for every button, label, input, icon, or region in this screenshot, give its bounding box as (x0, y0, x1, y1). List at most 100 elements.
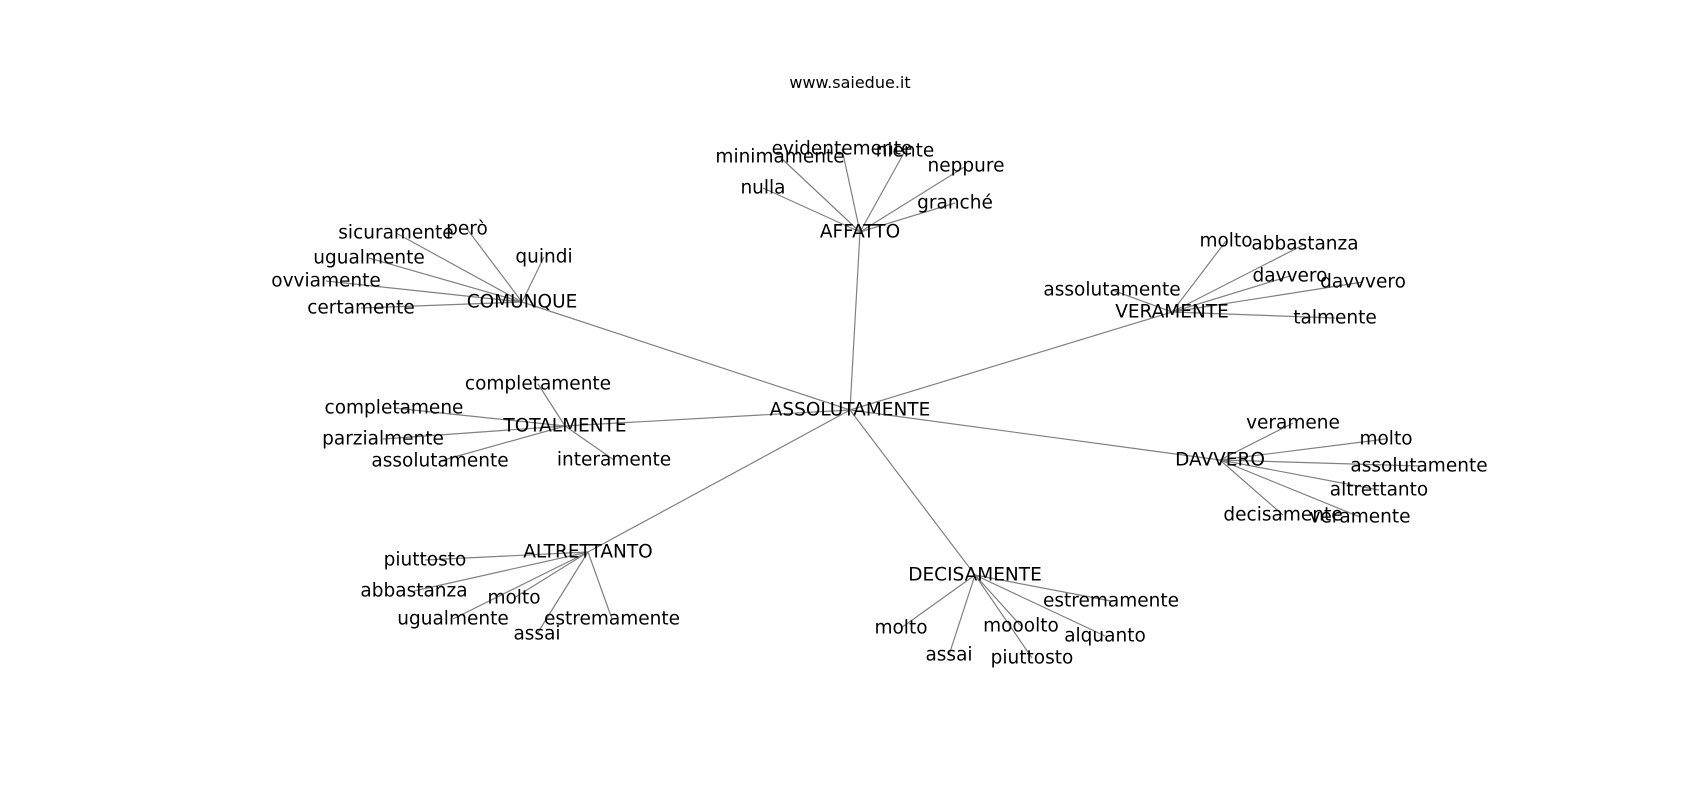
edge-root-decisamente (849, 409, 976, 576)
leaf-node-altrettanto-2: molto (487, 588, 540, 609)
edge-affatto-2 (841, 148, 861, 233)
edge-veramente-5 (1171, 311, 1336, 319)
edge-veramente-2 (1111, 289, 1173, 313)
edge-affatto-1 (779, 156, 861, 233)
edge-comunque-1 (466, 228, 523, 303)
hub-node-affatto: AFFATTO (820, 222, 900, 243)
edge-comunque-4 (325, 280, 523, 303)
edge-comunque-2 (521, 256, 545, 303)
edge-decisamente-1 (900, 574, 976, 629)
leaf-node-comunque-1: però (446, 219, 488, 240)
hub-node-comunque: COMUNQUE (467, 292, 578, 313)
edge-davvero-1 (1219, 438, 1387, 461)
leaf-node-veramente-2: assolutamente (1043, 280, 1180, 301)
graph-title: www.saiedue.it (789, 73, 910, 92)
edge-root-totalmente (564, 409, 851, 427)
hub-node-totalmente: TOTALMENTE (502, 416, 626, 437)
edge-totalmente-3 (439, 425, 566, 462)
hub-node-davvero: DAVVERO (1175, 450, 1265, 471)
edge-totalmente-4 (564, 425, 615, 461)
edge-decisamente-0 (974, 574, 1112, 602)
edge-altrettanto-0 (424, 551, 589, 561)
edge-totalmente-1 (393, 407, 566, 427)
leaf-node-affatto-1: minimamente (715, 147, 844, 168)
leaf-node-veramente-0: molto (1199, 231, 1252, 252)
edge-davvero-0 (1219, 422, 1294, 461)
edge-root-veramente (849, 311, 1173, 411)
edge-davvero-3 (1219, 459, 1380, 491)
leaf-node-davvero-4: decisamente (1223, 505, 1342, 526)
leaf-node-davvero-2: assolutamente (1350, 456, 1487, 477)
leaf-node-decisamente-5: alquanto (1064, 626, 1146, 647)
leaf-node-comunque-3: ugualmente (313, 248, 424, 269)
edge-veramente-3 (1171, 275, 1291, 313)
edge-altrettanto-1 (413, 551, 589, 592)
leaf-node-altrettanto-0: piuttosto (384, 550, 467, 571)
edge-altrettanto-4 (536, 551, 589, 635)
edge-root-affatto (849, 231, 861, 411)
leaf-node-comunque-5: certamente (307, 298, 415, 319)
edge-affatto-4 (859, 165, 967, 233)
labels-layer: ASSOLUTAMENTE AFFATTO nulla minimamenteevid… (271, 139, 1487, 669)
leaf-node-decisamente-1: molto (874, 618, 927, 639)
leaf-node-davvero-1: molto (1359, 429, 1412, 450)
leaf-node-davvero-0: veramene (1246, 413, 1340, 434)
root-node: ASSOLUTAMENTE (770, 400, 931, 421)
leaf-node-altrettanto-5: estremamente (544, 609, 680, 630)
edge-davvero-2 (1219, 459, 1420, 467)
leaf-node-altrettanto-1: abbastanza (360, 581, 467, 602)
edge-veramente-1 (1171, 243, 1306, 313)
edge-root-davvero (849, 409, 1221, 461)
leaf-node-altrettanto-3: ugualmente (397, 609, 508, 630)
edge-affatto-3 (859, 150, 906, 233)
hub-node-veramente: VERAMENTE (1115, 302, 1229, 323)
leaf-node-veramente-3: davvero (1253, 266, 1328, 287)
leaf-node-affatto-0: nulla (740, 178, 785, 199)
edges-layer (325, 148, 1420, 659)
edge-veramente-0 (1171, 240, 1227, 313)
leaf-node-totalmente-2: parzialmente (322, 429, 444, 450)
edge-comunque-3 (368, 257, 523, 303)
leaf-node-decisamente-0: estremamente (1043, 591, 1179, 612)
edge-affatto-5 (859, 202, 956, 233)
edge-comunque-5 (360, 301, 523, 309)
leaf-node-affatto-5: granché (917, 193, 993, 214)
leaf-node-totalmente-0: completamente (465, 374, 611, 395)
leaf-node-decisamente-3: mooolto (983, 616, 1059, 637)
leaf-node-davvero-3: altrettanto (1330, 480, 1428, 501)
edge-affatto-0 (762, 187, 861, 233)
leaf-node-affatto-4: neppure (928, 156, 1005, 177)
leaf-node-comunque-2: quindi (515, 247, 572, 268)
hub-node-altrettanto: ALTRETTANTO (523, 542, 652, 563)
leaf-node-altrettanto-4: assai (513, 624, 560, 645)
edge-veramente-4 (1171, 281, 1364, 313)
leaf-node-davvero-5: veramente (1309, 507, 1410, 528)
edge-comunque-0 (395, 232, 523, 303)
edge-decisamente-5 (974, 574, 1106, 637)
edge-decisamente-2 (948, 574, 976, 656)
edge-altrettanto-5 (587, 551, 613, 620)
leaf-node-veramente-4: davvvero (1320, 272, 1406, 293)
leaf-node-decisamente-2: assai (925, 645, 972, 666)
hub-node-decisamente: DECISAMENTE (908, 565, 1042, 586)
edge-altrettanto-2 (513, 551, 589, 599)
leaf-node-totalmente-4: interamente (557, 450, 671, 471)
edge-decisamente-3 (974, 574, 1022, 627)
edge-davvero-4 (1219, 459, 1284, 516)
leaf-node-comunque-0: sicuramente (338, 223, 453, 244)
leaf-node-veramente-5: talmente (1293, 308, 1377, 329)
leaf-node-veramente-1: abbastanza (1251, 234, 1358, 255)
leaf-node-totalmente-1: completamene (325, 398, 464, 419)
leaf-node-totalmente-3: assolutamente (371, 451, 508, 472)
edge-totalmente-0 (537, 383, 566, 427)
edge-root-comunque (521, 301, 851, 411)
edge-decisamente-4 (974, 574, 1033, 659)
leaf-node-affatto-2: evidentemente (772, 139, 913, 160)
edge-totalmente-2 (382, 425, 566, 440)
edge-davvero-5 (1219, 459, 1361, 518)
edge-altrettanto-3 (452, 551, 589, 620)
edge-root-altrettanto (587, 409, 851, 553)
leaf-node-decisamente-4: piuttosto (991, 648, 1074, 669)
leaf-node-affatto-3: niente (876, 141, 935, 162)
